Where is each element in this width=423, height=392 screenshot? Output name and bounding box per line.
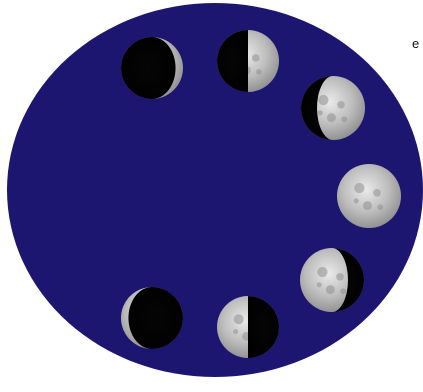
moon-waxing-gibbous [301, 76, 365, 140]
moon-lit-surface [337, 164, 401, 228]
moon-waxing-crescent [121, 37, 183, 99]
moon-waning-gibbous [300, 248, 364, 312]
moon-third-quarter [217, 296, 279, 358]
moon-crater [363, 201, 372, 210]
moon-crater [327, 113, 336, 122]
moon-crater [318, 110, 323, 115]
moon-crater [337, 101, 345, 109]
moon-crater [256, 69, 262, 75]
moon-crater [318, 95, 328, 105]
moon-crater [326, 285, 335, 294]
moon-crater [377, 204, 383, 210]
moon-crater [341, 116, 347, 122]
moon-crater [317, 267, 327, 277]
moon-crater [373, 189, 381, 197]
moon-crater [317, 282, 322, 287]
moon-crater [336, 273, 344, 281]
moon-crater [252, 54, 259, 61]
moon-crater [354, 198, 359, 203]
moon-crater [233, 329, 238, 334]
moon-full-moon [337, 164, 401, 228]
moon-crater [340, 288, 346, 294]
moon-waning-crescent [121, 287, 183, 349]
moon-crater [234, 314, 244, 324]
moon-first-quarter [217, 30, 279, 92]
edge-letter: e [412, 36, 419, 51]
moon-crater [354, 183, 364, 193]
